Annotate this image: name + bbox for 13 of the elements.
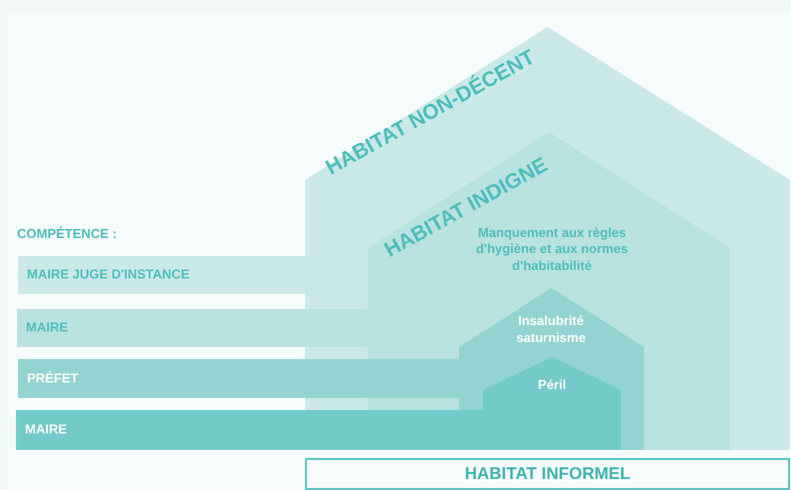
authority-label: MAIRE <box>26 318 69 337</box>
authority-band <box>18 256 305 294</box>
authority-label: MAIRE <box>25 420 68 439</box>
authority-band <box>17 309 305 347</box>
authority-label: PRÉFET <box>27 369 80 388</box>
authority-band <box>18 359 305 398</box>
category-description: Péril <box>536 376 568 394</box>
authority-band <box>16 410 305 450</box>
category-frame: HABITAT INFORMEL <box>305 458 790 490</box>
category-description: Insalubrité saturnisme <box>515 313 587 347</box>
authority-label: MAIRE JUGE D'INSTANCE <box>27 266 190 284</box>
section-label: COMPÉTENCE : <box>17 226 117 241</box>
category-description: Manquement aux règles d'hygiène et aux normes d'habitabilité <box>475 224 629 276</box>
